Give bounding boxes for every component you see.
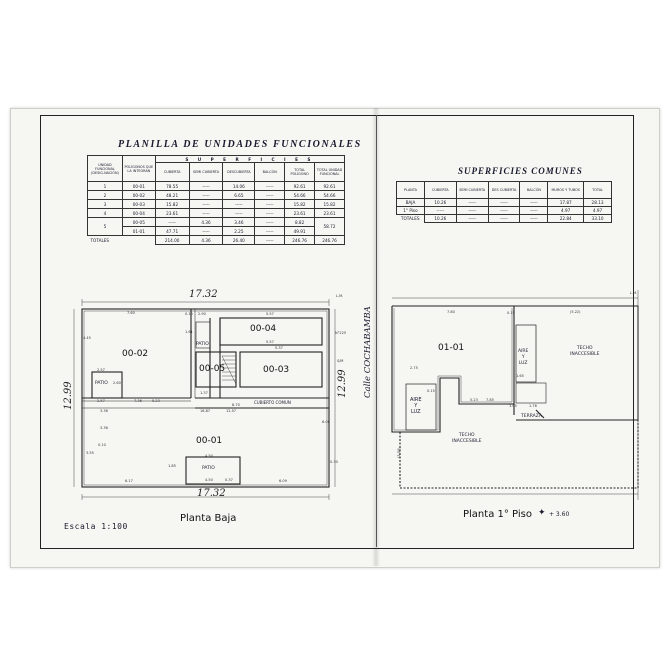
dim-label: 5.23 <box>152 399 160 403</box>
pb-left-dim: 12.99 <box>63 381 74 410</box>
dim-label: 0.15 <box>507 311 515 315</box>
techo-inaccesible-1: TECHO INACCESIBLE <box>570 346 600 357</box>
room-00-01: 00-01 <box>196 436 223 446</box>
dim-label: 0.15 <box>427 389 435 393</box>
dim-label: 5.23 <box>470 398 478 402</box>
dim-label: 4.50 <box>205 478 213 482</box>
dim-label: 5.57 <box>266 340 274 344</box>
total-desc: 26.40 <box>222 235 256 245</box>
total-cub: 214.00 <box>154 235 190 245</box>
cell: 33.10 <box>583 214 612 223</box>
dim-label: 2.90 <box>198 312 206 316</box>
aire-luz-2: AIRE Y LUZ <box>410 397 422 415</box>
planilla-title: PLANILLA DE UNIDADES FUNCIONALES <box>118 139 362 150</box>
aire-luz-1: AIRE Y LUZ <box>518 349 529 366</box>
cell: ----- <box>519 214 549 223</box>
pb-right-dim: 12.99 <box>337 369 348 398</box>
dim-label: 2.57 <box>97 368 105 372</box>
dim-label: (3.50) <box>397 447 401 458</box>
total-tuf: 246.76 <box>314 235 345 245</box>
dim-label: 7.80 <box>447 310 455 314</box>
dim-label: 8.70 <box>232 403 240 407</box>
frame-divider <box>376 115 377 547</box>
terraza-label: TERRAZA <box>521 414 542 419</box>
table-row: 1° Piso ----- ----- ----- ----- 4.97 4.9… <box>396 206 612 215</box>
dim-label: 16.87 <box>200 409 211 413</box>
dim-label: 6.06 <box>322 420 330 424</box>
room-00-04: 00-04 <box>250 324 277 334</box>
scale-label: Escala 1:100 <box>64 522 128 531</box>
cell: ----- <box>487 214 521 223</box>
techo-inaccesible-2: TECHO INACCESIBLE <box>452 433 482 444</box>
table-row: 2 00-02 48.21 ----- 6.65 ----- 54.66 54.… <box>87 190 345 200</box>
dim-label: 12.57 <box>226 409 237 413</box>
dim-label: 1.37 <box>200 391 208 395</box>
level-marker-icon: ✦ <box>538 508 546 518</box>
totals-label: TOTALES <box>87 235 156 245</box>
pb-title: Planta Baja <box>180 513 237 524</box>
room-00-05: 00-05 <box>199 364 226 374</box>
dim-label: 5.37 <box>275 346 283 350</box>
p1-outline <box>391 305 515 433</box>
dim-label: L.M. <box>336 294 344 298</box>
dim-label: 6.09 <box>279 479 287 483</box>
dim-label: 4.45 <box>83 336 91 340</box>
dim-label: 2.57 <box>97 399 105 403</box>
room-00-02: 00-02 <box>122 349 149 359</box>
pb-top-dim: 17.32 <box>189 289 218 300</box>
street-name: Calle COCHABAMBA <box>363 306 373 398</box>
patio-label-3: PATIO <box>202 466 215 471</box>
dim-label: 1.85 <box>168 464 176 468</box>
dim-label: 4.50 <box>205 454 213 458</box>
dim-label: 3.36 <box>100 426 108 430</box>
patio-label-2: PATIO <box>196 342 209 347</box>
col-uf: UNIDAD FUNCIONAL (DESIG-NACIÓN) <box>87 155 123 182</box>
dim-label: (5.22) <box>570 310 581 314</box>
dim-label: 1.76 <box>529 404 537 408</box>
planilla-table: UNIDAD FUNCIONAL (DESIG-NACIÓN) POLÍGONO… <box>87 155 346 245</box>
table-row: 4 00-04 23.61 ----- ----- ----- 23.61 23… <box>87 208 345 218</box>
pb-bottom-dim: 17.32 <box>197 488 226 499</box>
comunes-title: SUPERFICIES COMUNES <box>458 166 583 176</box>
dim-label: 3.55 <box>86 451 94 455</box>
dim-label: 6.17 <box>125 479 133 483</box>
dim-label: 7.60 <box>127 311 135 315</box>
dim-label: 2.60 <box>113 381 121 385</box>
dim-label: 0.37 <box>225 478 233 482</box>
dim-label: 1.61 <box>185 330 193 334</box>
dim-label: 7.36 <box>134 399 142 403</box>
comunes-table: PLANTA CUBIERTA SEMI CUBIERTA DES CUBIER… <box>396 181 612 223</box>
cubierto-comun-label: CUBIERTO COMUN <box>254 400 291 405</box>
dim-label: 7.85 <box>486 398 494 402</box>
dim-label: N°225 <box>335 331 347 335</box>
dim-label: 1.65 <box>516 374 524 378</box>
totals-label: TOTALES <box>396 214 425 223</box>
dim-label: 0.10 <box>98 443 106 447</box>
dim-label: S/M <box>337 359 344 363</box>
totals-row: TOTALES 10.26 ----- ----- ----- 22.84 33… <box>396 214 612 223</box>
dim-label: 0.15 <box>185 312 193 316</box>
dim-label: 2.75 <box>410 366 418 370</box>
dim-label: 0.30 <box>330 460 338 464</box>
table-row: 5 00-05 ----- 4.36 3.46 ----- 8.82 58.72 <box>87 217 345 236</box>
dim-label: 5.57 <box>266 312 274 316</box>
drawing-frame <box>40 115 634 549</box>
room-01-01: 01-01 <box>438 343 465 353</box>
room-00-03: 00-03 <box>263 365 290 375</box>
p1-title: Planta 1° Piso <box>463 509 532 520</box>
level-value: + 3.60 <box>549 511 570 518</box>
patio-label-1: PATIO <box>95 381 108 386</box>
dim-label: L.M. <box>630 291 638 295</box>
dim-label: 3.36 <box>100 409 108 413</box>
dim-label: 1.05 <box>509 404 517 408</box>
totals-row: TOTALES 214.00 4.36 26.40 ----- 246.76 2… <box>87 235 345 245</box>
